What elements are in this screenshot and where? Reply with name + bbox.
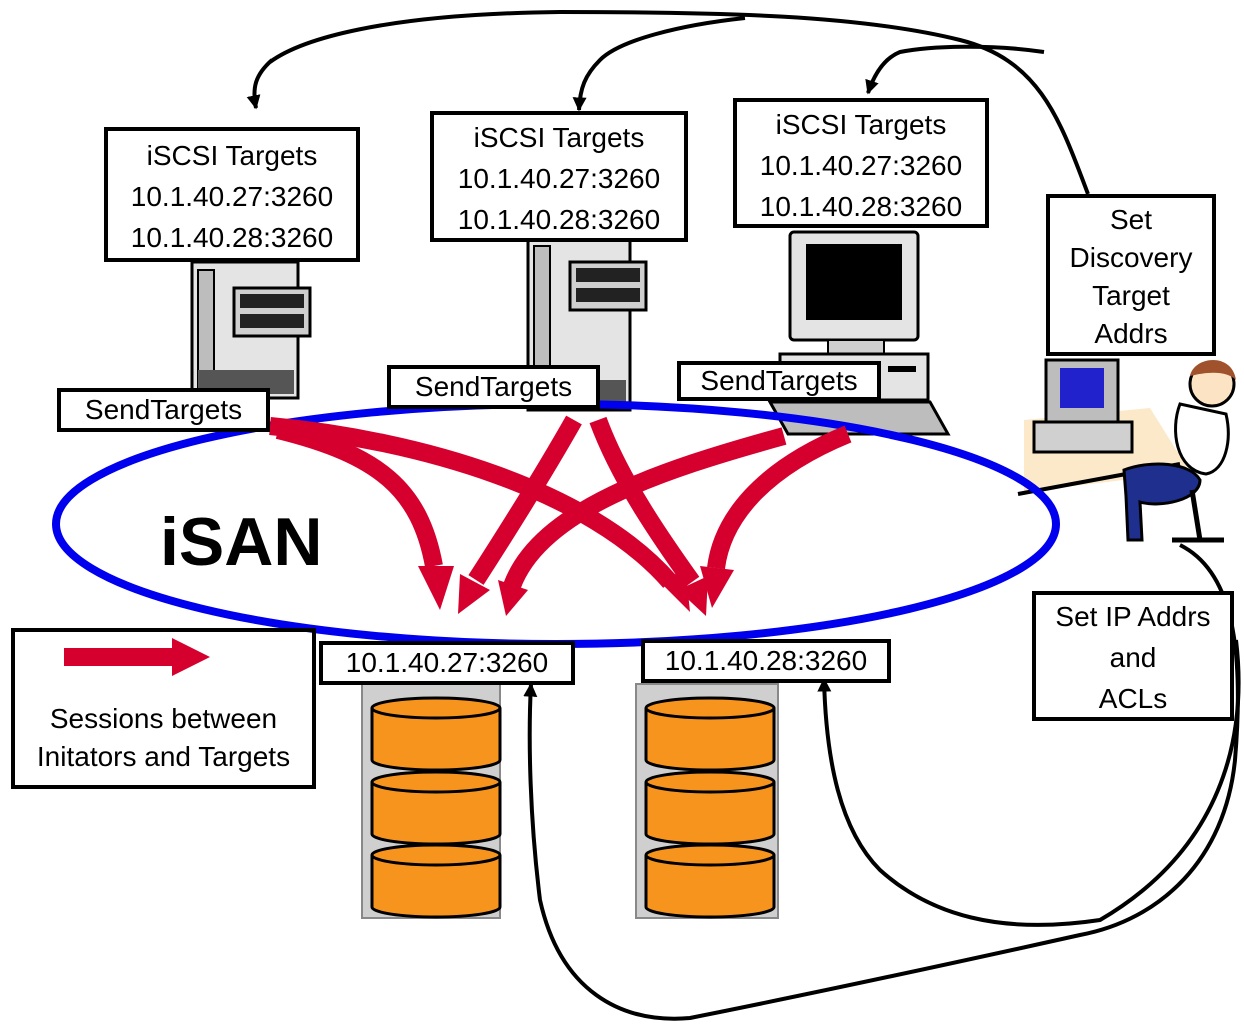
- set-discovery-box: Set Discovery Target Addrs: [1046, 194, 1216, 356]
- legend-line-2: Initators and Targets: [36, 741, 291, 772]
- host-3-target-addr-1: 10.1.40.27:3260: [759, 150, 963, 181]
- ip-line-to-storage1: [523, 543, 1240, 1021]
- session-arrowhead-4: [678, 576, 708, 616]
- session-arrow-h1-t2: [269, 417, 677, 588]
- set-discovery-line-2: Discovery: [1069, 242, 1193, 273]
- set-ip-acl-line-3: ACLs: [1098, 683, 1168, 714]
- discovery-config-lines: [246, 9, 1090, 195]
- session-arrowhead-6: [700, 566, 734, 608]
- administrator-figure: [1017, 358, 1236, 543]
- legend-arrow: [64, 638, 210, 676]
- disk-stack-1: [370, 696, 502, 919]
- host-1-sendtargets-label: SendTargets: [57, 388, 270, 432]
- set-discovery-line-4: Addrs: [1094, 318, 1168, 349]
- discovery-line-main: [268, 9, 1090, 195]
- set-ip-acl-line-1: Set IP Addrs: [1055, 601, 1211, 632]
- host-3-sendtargets-label: SendTargets: [677, 361, 881, 401]
- legend-line-1: Sessions between: [49, 703, 278, 734]
- host-1-targets-box: iSCSI Targets 10.1.40.27:3260 10.1.40.28…: [104, 127, 360, 262]
- ip-acl-config-lines: [523, 543, 1241, 1021]
- storage-2-address: 10.1.40.28:3260: [641, 639, 891, 683]
- session-arrow-h3-t2: [707, 425, 852, 570]
- host-1-target-addr-1: 10.1.40.27:3260: [130, 181, 334, 212]
- host-3-targets-box: iSCSI Targets 10.1.40.27:3260 10.1.40.28…: [733, 98, 989, 228]
- set-discovery-line-3: Target: [1092, 280, 1170, 311]
- session-arrowhead-5: [498, 580, 528, 616]
- discovery-line-to-host1: [246, 58, 274, 110]
- host-1-server[interactable]: [190, 260, 312, 400]
- host-2-targets-box: iSCSI Targets 10.1.40.27:3260 10.1.40.28…: [430, 111, 688, 242]
- host-2-sendtargets-label: SendTargets: [387, 365, 600, 409]
- storage-array-2[interactable]: [635, 683, 779, 919]
- session-arrowhead-3: [458, 574, 490, 614]
- storage-1-address: 10.1.40.27:3260: [319, 641, 575, 685]
- set-ip-acl-line-2: and: [1109, 642, 1157, 673]
- host-3-target-addr-2: 10.1.40.28:3260: [759, 191, 963, 222]
- legend-box: Sessions between Initators and Targets: [11, 628, 316, 789]
- set-discovery-line-1: Set: [1109, 204, 1153, 235]
- ip-line-to-storage2: [817, 639, 1241, 927]
- host-1-target-addr-2: 10.1.40.28:3260: [130, 222, 334, 253]
- session-arrowheads: [418, 566, 734, 616]
- session-arrow-h2-t2: [589, 416, 700, 588]
- host-3-targets-title: iSCSI Targets: [775, 109, 947, 140]
- host-2-targets-title: iSCSI Targets: [473, 122, 645, 153]
- session-arrowhead-2: [656, 572, 690, 612]
- session-arrow-h2-t1: [468, 415, 582, 585]
- discovery-line-to-host2: [572, 16, 746, 112]
- host-2-target-addr-2: 10.1.40.28:3260: [457, 204, 661, 235]
- set-ip-acl-box: Set IP Addrs and ACLs: [1032, 591, 1234, 721]
- session-arrows: [269, 415, 852, 590]
- discovery-line-to-host3: [865, 44, 1045, 95]
- host-3-workstation[interactable]: [767, 230, 951, 436]
- storage-array-1[interactable]: [361, 683, 502, 919]
- session-arrowhead-1: [418, 566, 454, 610]
- host-1-targets-title: iSCSI Targets: [146, 140, 318, 171]
- host-2-target-addr-1: 10.1.40.27:3260: [457, 163, 661, 194]
- disk-stack-2: [644, 696, 776, 919]
- session-arrow-h3-t1: [503, 427, 787, 590]
- isan-network-label: iSAN: [160, 504, 323, 580]
